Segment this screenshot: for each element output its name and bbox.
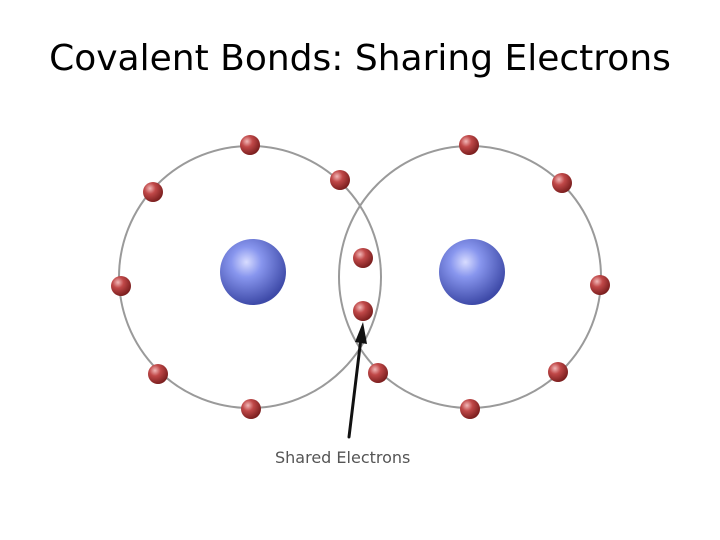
electron [459,135,479,155]
left-atom-nucleus [220,239,286,305]
electron [143,182,163,202]
electron [368,363,388,383]
electron [240,135,260,155]
shared-electron [353,301,373,321]
electron [460,399,480,419]
shared-electrons [353,248,373,321]
electron [330,170,350,190]
electron [590,275,610,295]
shared-electron [353,248,373,268]
electron [241,399,261,419]
right-atom-electrons [368,135,610,419]
electron [148,364,168,384]
right-atom-nucleus [439,239,505,305]
page-title: Covalent Bonds: Sharing Electrons [49,38,671,79]
left-atom-electrons [111,135,350,419]
electron [552,173,572,193]
pointer-arrow [347,322,367,439]
electron [548,362,568,382]
electron [111,276,131,296]
shared-electrons-label: Shared Electrons [275,448,411,467]
